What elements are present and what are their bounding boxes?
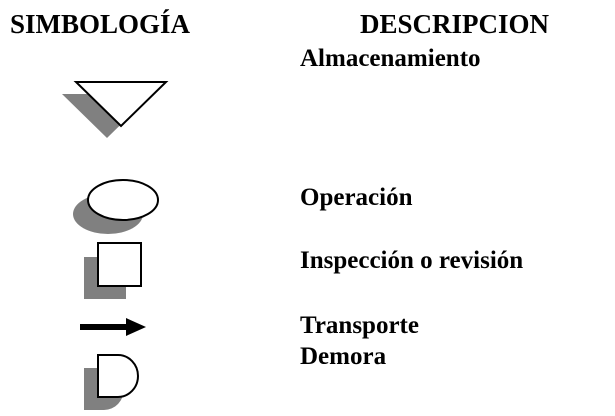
operation-ellipse-icon [73, 179, 159, 234]
transport-label: Transporte [300, 312, 419, 339]
storage-label: Almacenamiento [300, 45, 481, 72]
delay-label: Demora [300, 343, 387, 370]
delay-d-shape-icon [84, 354, 139, 410]
inspection-square-icon [84, 242, 142, 299]
transport-arrow-icon [80, 318, 146, 336]
description-header: DESCRIPCION [360, 9, 550, 39]
operation-label: Operación [300, 184, 413, 211]
symbology-header: SIMBOLOGÍA [10, 9, 191, 39]
storage-triangle-icon [62, 81, 169, 138]
inspection-label: Inspección o revisión [300, 247, 524, 274]
